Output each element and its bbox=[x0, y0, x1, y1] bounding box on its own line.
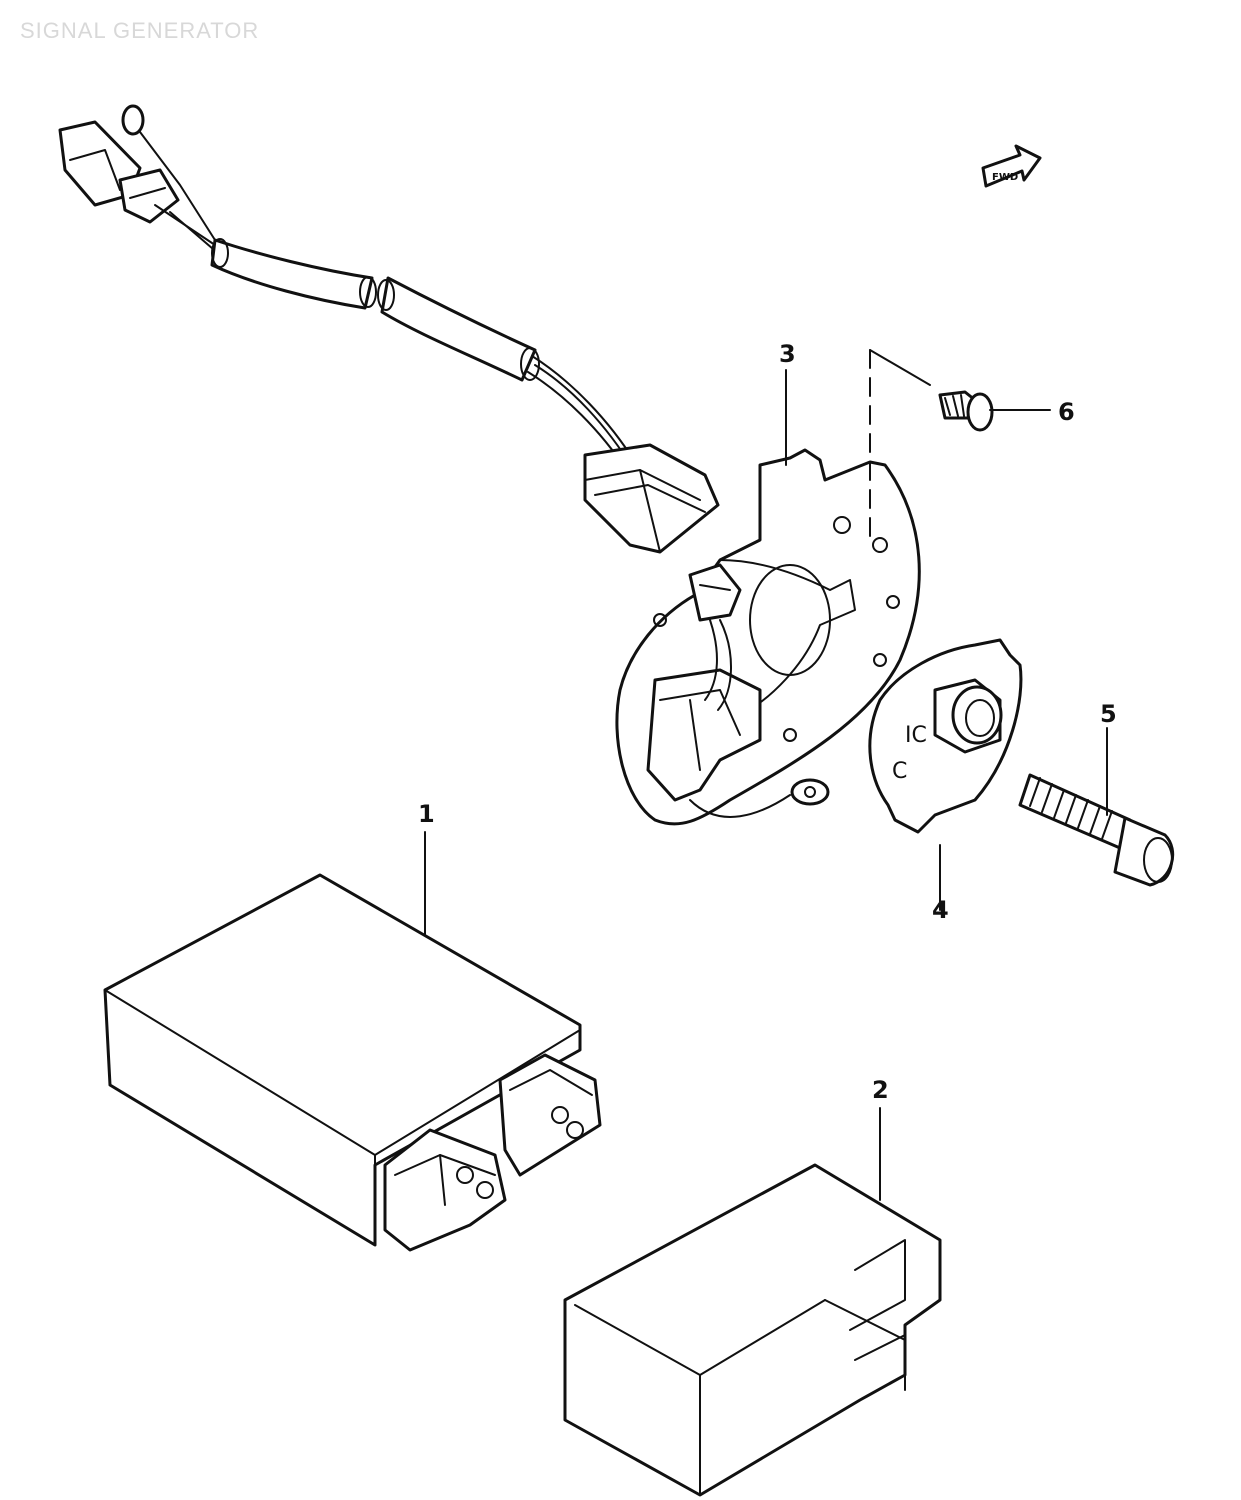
callout-3: 3 bbox=[779, 340, 796, 368]
callout-leaders bbox=[424, 349, 1108, 1201]
bolt-part-5 bbox=[1018, 773, 1175, 887]
harness-connector bbox=[58, 104, 221, 256]
callout-2: 2 bbox=[872, 1076, 889, 1104]
cover-part-2 bbox=[563, 1163, 942, 1497]
harness-sleeve bbox=[210, 238, 540, 382]
callout-5: 5 bbox=[1100, 700, 1117, 728]
svg-text:C: C bbox=[892, 759, 907, 784]
igniter-unit-part-1 bbox=[103, 873, 602, 1252]
screw-part-6 bbox=[938, 390, 994, 432]
callout-6: 6 bbox=[1058, 398, 1075, 426]
diagram-title: SIGNAL GENERATOR bbox=[20, 18, 260, 43]
front-arrow-icon: FWD bbox=[981, 144, 1042, 188]
pickup-coil bbox=[646, 563, 830, 818]
front-arrow-label: FWD bbox=[992, 172, 1018, 183]
callout-1: 1 bbox=[418, 800, 435, 828]
rotor-plate-part-4: IC C bbox=[868, 638, 1023, 834]
svg-text:IC: IC bbox=[905, 723, 927, 748]
callout-4: 4 bbox=[932, 896, 949, 924]
grommet-block bbox=[583, 443, 720, 554]
